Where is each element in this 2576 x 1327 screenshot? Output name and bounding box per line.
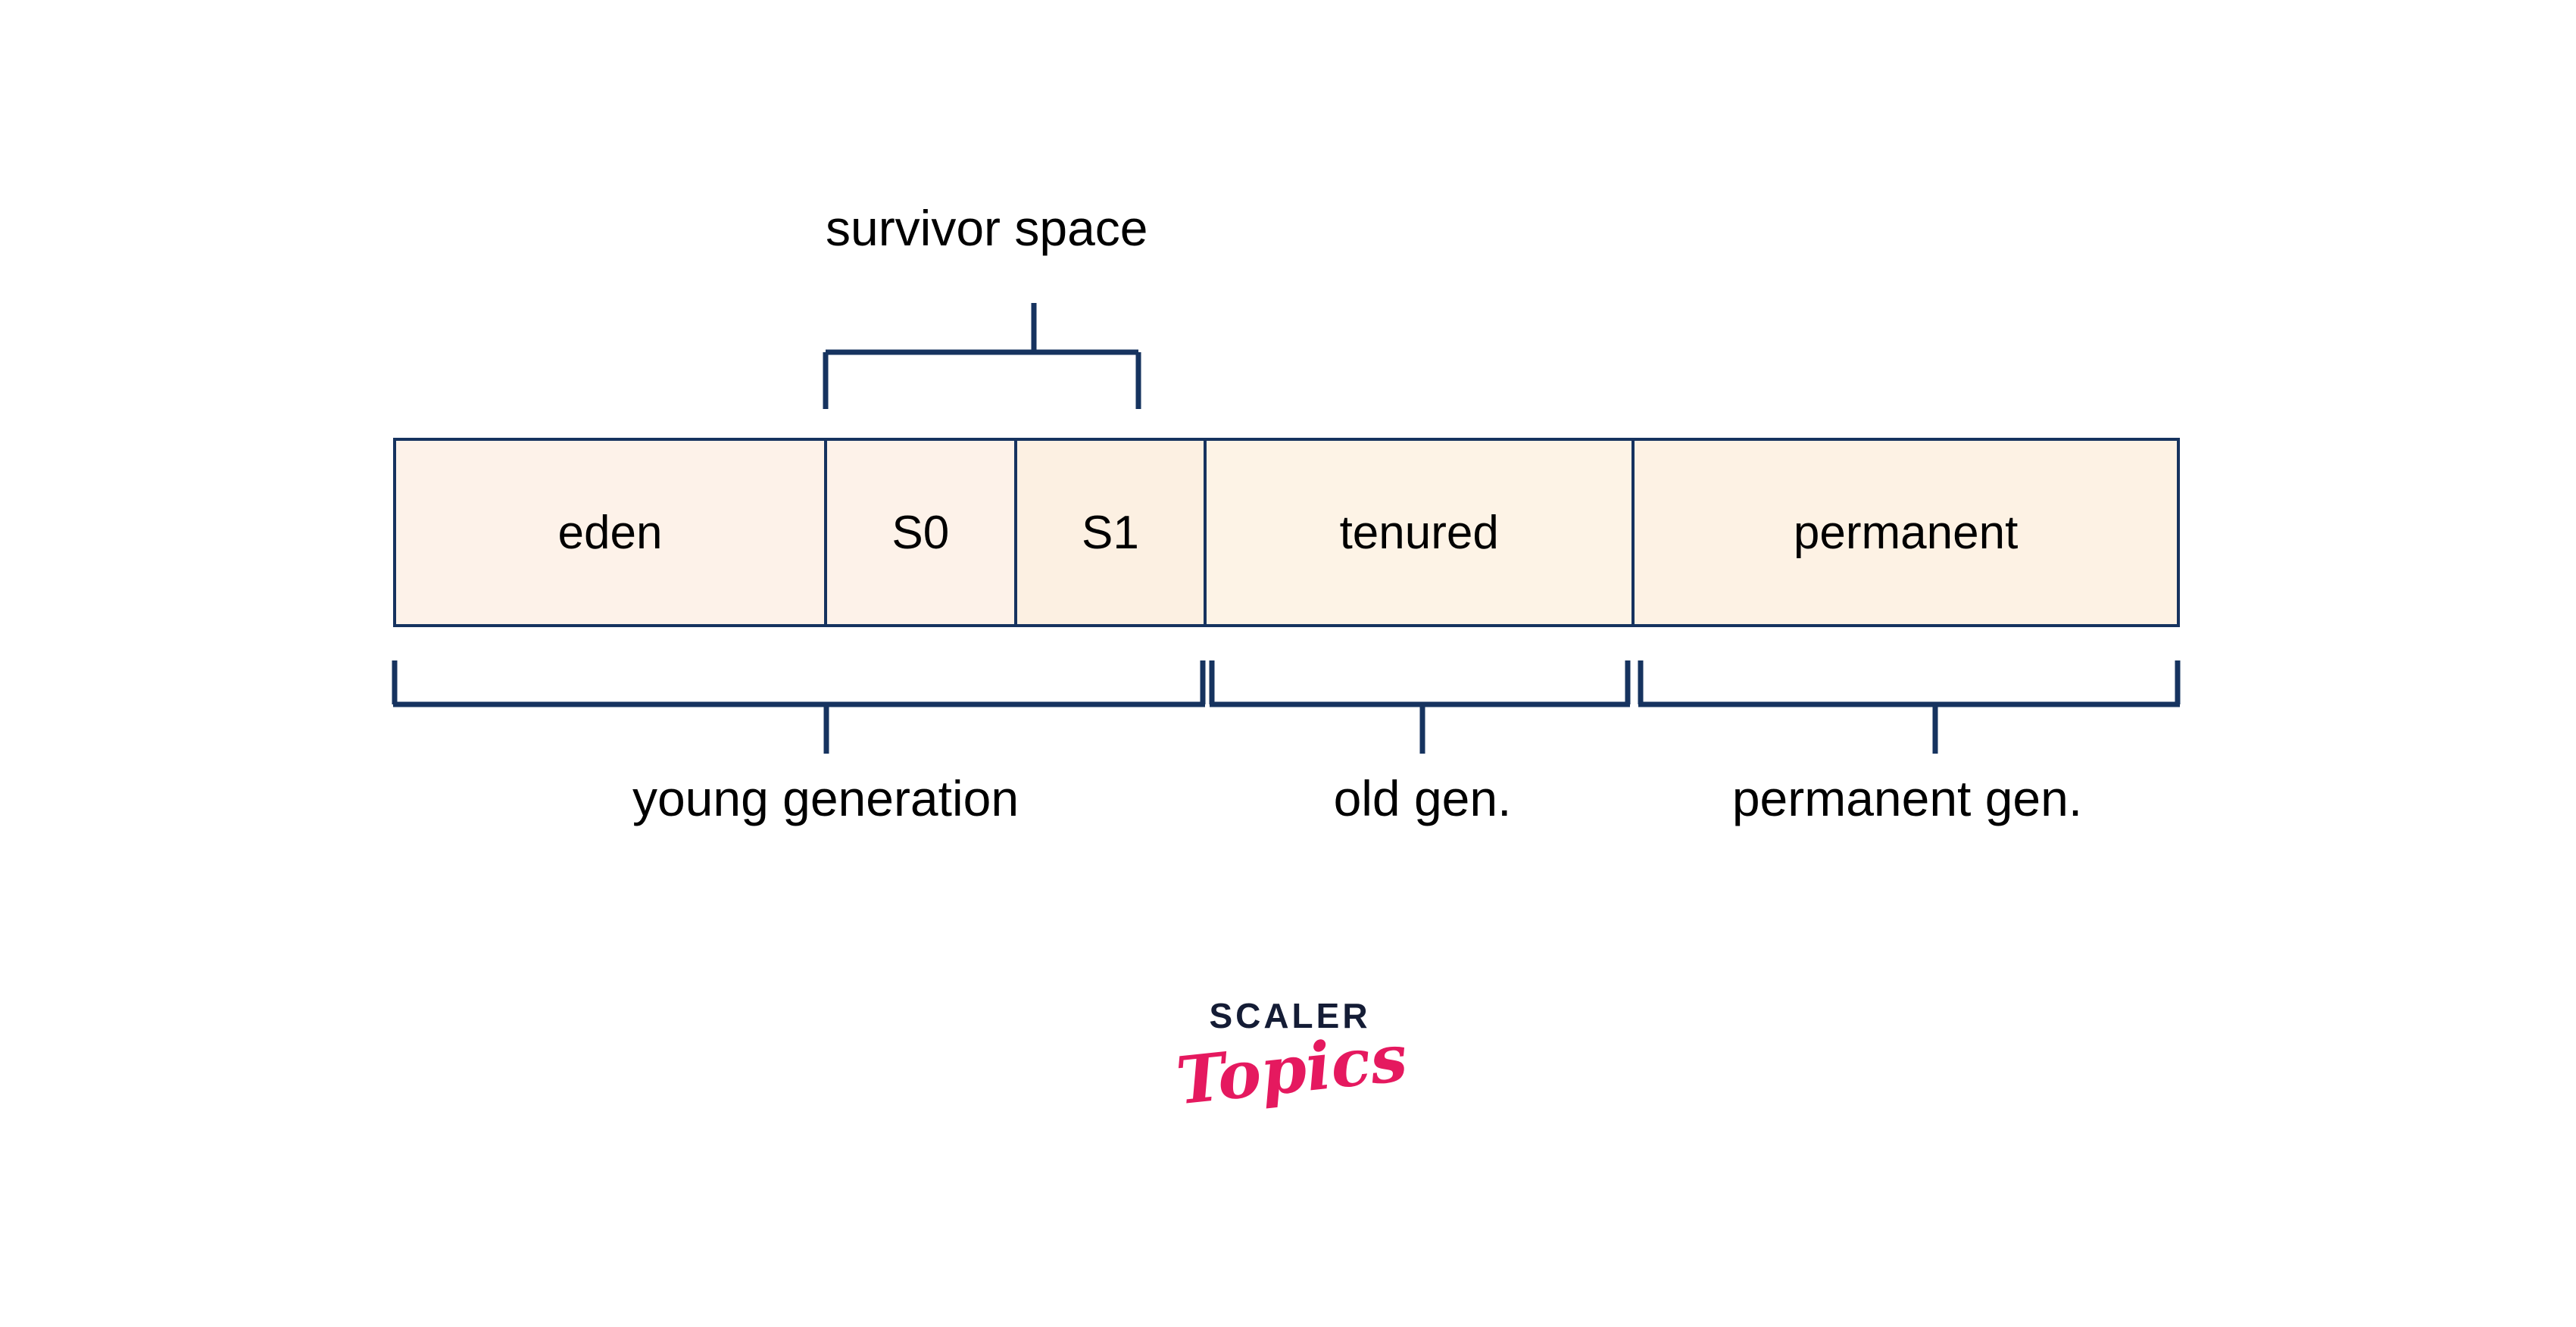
memory-cell-s1-label: S1 <box>1081 506 1139 559</box>
memory-cell-s1[interactable]: S1 <box>1013 441 1204 624</box>
survivor-space-label: survivor space <box>826 200 1148 256</box>
memory-cell-permanent[interactable]: permanent <box>1631 441 2177 624</box>
logo-wordmark: SCALER <box>1209 996 1371 1035</box>
scaler-topics-logo: SCALER Topics <box>1172 996 1411 1172</box>
memory-cell-eden[interactable]: eden <box>396 441 825 624</box>
memory-cell-eden-label: eden <box>557 506 663 559</box>
memory-cell-s0[interactable]: S0 <box>824 441 1014 624</box>
old-generation-label: old gen. <box>1333 770 1512 826</box>
memory-cell-s0-label: S0 <box>891 506 950 559</box>
young-generation-label: young generation <box>632 770 1019 826</box>
memory-layout-row: eden S0 S1 tenured permanent <box>393 438 2180 627</box>
memory-cell-tenured-label: tenured <box>1339 506 1499 559</box>
memory-cell-tenured[interactable]: tenured <box>1204 441 1632 624</box>
permanent-generation-label: permanent gen. <box>1731 770 2083 826</box>
logo-script: Topics <box>1172 1019 1411 1120</box>
memory-cell-permanent-label: permanent <box>1793 506 2019 559</box>
